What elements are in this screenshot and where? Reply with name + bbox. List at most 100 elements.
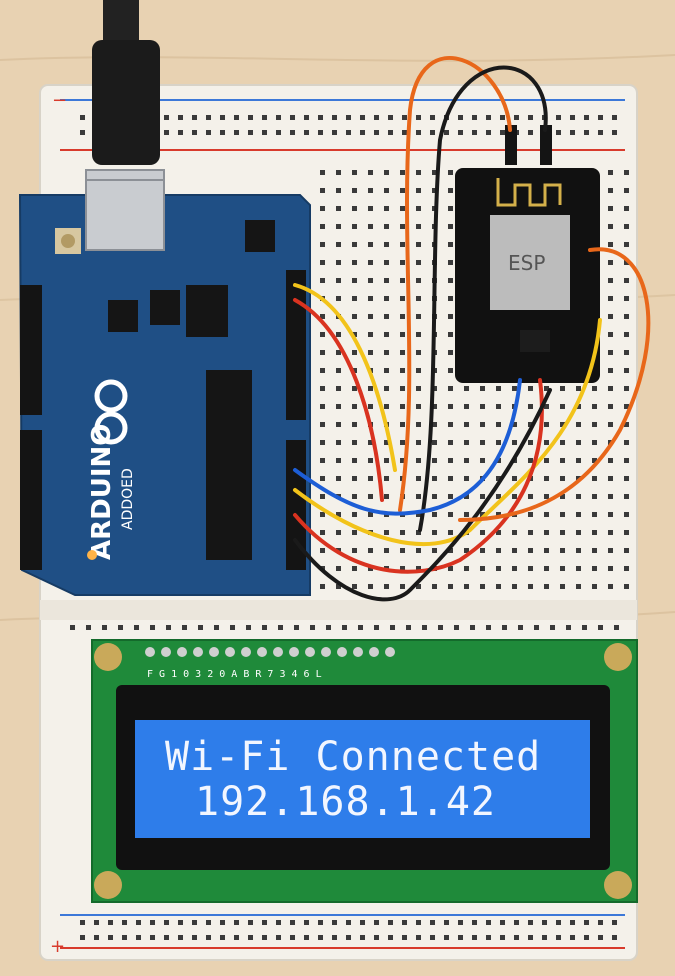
breadboard-hole <box>416 584 421 589</box>
breadboard-hole <box>458 130 463 135</box>
breadboard-hole <box>368 548 373 553</box>
breadboard-hole <box>358 625 363 630</box>
breadboard-hole <box>320 314 325 319</box>
breadboard-hole <box>384 530 389 535</box>
breadboard-hole <box>352 422 357 427</box>
breadboard-hole <box>368 278 373 283</box>
breadboard-hole <box>592 584 597 589</box>
breadboard-hole <box>624 206 629 211</box>
breadboard-hole <box>560 512 565 517</box>
breadboard-hole <box>432 512 437 517</box>
breadboard-hole <box>246 625 251 630</box>
breadboard-hole <box>262 625 267 630</box>
breadboard-hole <box>560 404 565 409</box>
breadboard-hole <box>570 130 575 135</box>
breadboard-hole <box>608 494 613 499</box>
breadboard-hole <box>432 584 437 589</box>
breadboard-hole <box>384 170 389 175</box>
breadboard-hole <box>416 440 421 445</box>
breadboard-hole <box>480 458 485 463</box>
breadboard-hole <box>320 278 325 283</box>
breadboard-hole <box>432 494 437 499</box>
breadboard-hole <box>388 115 393 120</box>
breadboard-hole <box>624 422 629 427</box>
breadboard-hole <box>400 350 405 355</box>
breadboard-hole <box>352 458 357 463</box>
breadboard-hole <box>448 404 453 409</box>
breadboard-hole <box>368 476 373 481</box>
breadboard-hole <box>480 422 485 427</box>
breadboard-hole <box>448 278 453 283</box>
breadboard-hole <box>480 584 485 589</box>
breadboard-hole <box>336 224 341 229</box>
breadboard-hole <box>480 440 485 445</box>
breadboard-hole <box>416 494 421 499</box>
lcd-pin <box>209 647 219 657</box>
breadboard-hole <box>122 920 127 925</box>
breadboard-hole <box>576 386 581 391</box>
breadboard-hole <box>416 512 421 517</box>
breadboard-hole <box>608 548 613 553</box>
lcd-pin <box>145 647 155 657</box>
breadboard-hole <box>608 314 613 319</box>
breadboard-hole <box>624 296 629 301</box>
breadboard-hole <box>464 422 469 427</box>
breadboard-hole <box>592 494 597 499</box>
breadboard-hole <box>320 368 325 373</box>
breadboard-hole <box>464 458 469 463</box>
lcd-pin <box>177 647 187 657</box>
breadboard-hole <box>566 625 571 630</box>
breadboard-hole <box>416 130 421 135</box>
breadboard-hole <box>528 920 533 925</box>
breadboard-hole <box>336 584 341 589</box>
breadboard-hole <box>528 422 533 427</box>
breadboard-hole <box>608 260 613 265</box>
rail-minus-top: − <box>52 90 67 111</box>
breadboard-hole <box>164 935 169 940</box>
breadboard-hole <box>262 935 267 940</box>
breadboard-hole <box>262 920 267 925</box>
lcd-pin <box>385 647 395 657</box>
breadboard-hole <box>512 530 517 535</box>
breadboard-hole <box>318 115 323 120</box>
breadboard-hole <box>448 566 453 571</box>
breadboard-hole <box>472 920 477 925</box>
breadboard-hole <box>458 920 463 925</box>
breadboard-hole <box>560 548 565 553</box>
breadboard-hole <box>464 476 469 481</box>
breadboard-hole <box>612 920 617 925</box>
breadboard-hole <box>512 476 517 481</box>
breadboard-hole <box>422 625 427 630</box>
breadboard-hole <box>336 278 341 283</box>
breadboard-hole <box>624 350 629 355</box>
breadboard-hole <box>320 260 325 265</box>
breadboard-hole <box>592 386 597 391</box>
breadboard-hole <box>368 296 373 301</box>
breadboard-hole <box>346 935 351 940</box>
breadboard-hole <box>544 476 549 481</box>
breadboard-hole <box>576 458 581 463</box>
breadboard-hole <box>472 115 477 120</box>
breadboard-hole <box>278 625 283 630</box>
breadboard-hole <box>352 170 357 175</box>
breadboard-hole <box>368 314 373 319</box>
breadboard-hole <box>416 206 421 211</box>
breadboard-hole <box>220 115 225 120</box>
breadboard-hole <box>400 242 405 247</box>
lcd-pin <box>225 647 235 657</box>
breadboard-hole <box>544 584 549 589</box>
breadboard-hole <box>416 224 421 229</box>
breadboard-hole <box>352 584 357 589</box>
arduino-board: ARDUINO ADDOED <box>18 179 311 596</box>
breadboard-hole <box>448 458 453 463</box>
breadboard-hole <box>320 422 325 427</box>
breadboard-hole <box>608 296 613 301</box>
breadboard-hole <box>320 206 325 211</box>
breadboard-hole <box>448 314 453 319</box>
breadboard-hole <box>320 242 325 247</box>
lcd-line-2: 192.168.1.42 <box>195 779 496 825</box>
breadboard-hole <box>464 386 469 391</box>
breadboard-hole <box>584 130 589 135</box>
breadboard-hole <box>556 115 561 120</box>
breadboard-hole <box>326 625 331 630</box>
